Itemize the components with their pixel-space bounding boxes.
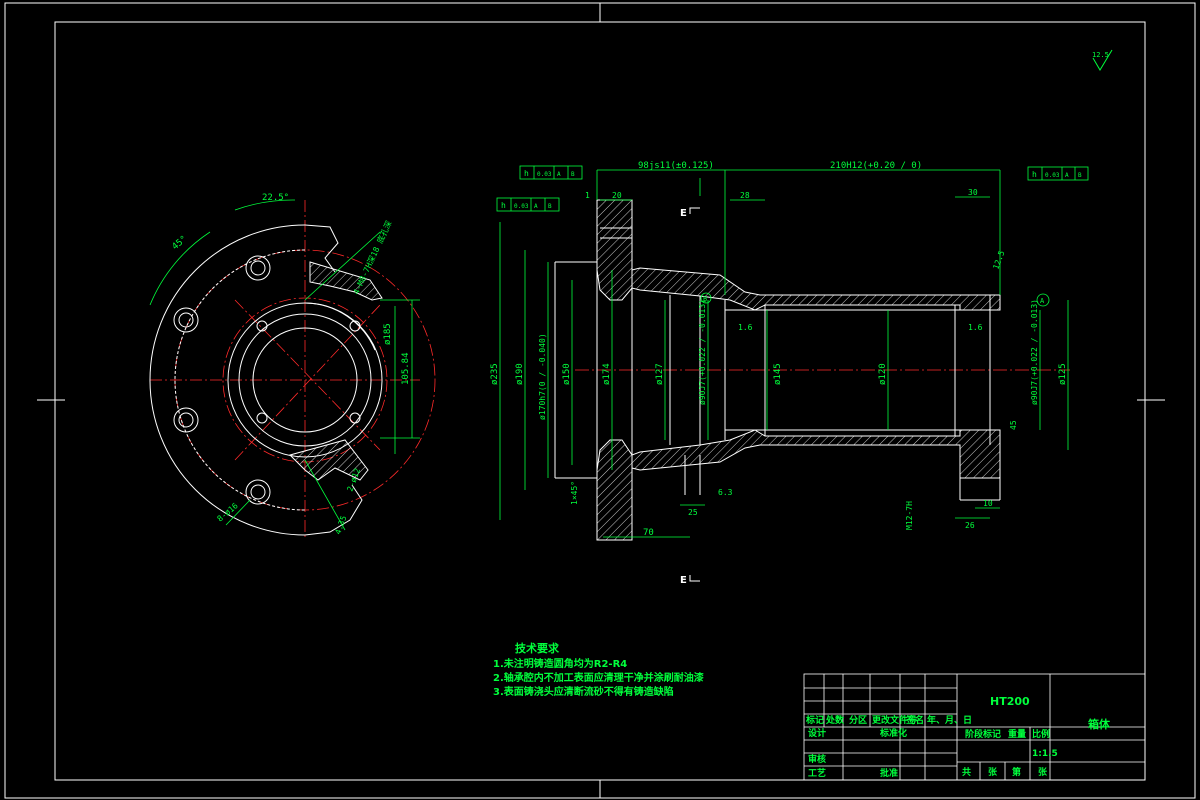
dim-98: 98js11(±0.125) [638,161,714,171]
sheet-border [4,2,1196,799]
flange-bottom-section [596,429,1001,541]
gdt-frame-top-left: h 0.03 A B [519,165,583,180]
flange-top-section [596,199,1001,311]
dim-M12: M12-7H [905,501,914,530]
chamfer-label: 1×45° [570,481,579,505]
section-marker-bottom: E [680,575,700,586]
gdt-frame-right: h 0.03 A B [1027,166,1089,181]
end-view-section-top [309,261,383,301]
section-view: 98js11(±0.125) 210H12(+0.20 / 0) 20 1 28… [490,161,1089,586]
gdt-symbol-3: h [1032,170,1037,179]
section-mark-e-bottom: E [680,575,687,586]
dim-dia-150: ø150 [562,363,572,385]
dim-10: 10 [983,499,993,508]
tb-sheet-unit-2: 张 [1038,766,1048,778]
roughness-1-6-b: 1.6 [968,323,983,332]
notes-title: 技术要求 [515,641,560,655]
dim-dia-174: ø174 [602,363,612,385]
material-label: HT200 [990,695,1030,708]
tb-design: 设计 [808,727,826,739]
dim-dia-235: ø235 [490,363,500,385]
tb-header-count: 处数 [825,714,845,726]
roughness-1-6-a: 1.6 [738,323,753,332]
tb-scale: 1:1.5 [1032,749,1058,759]
dim-25: 25 [688,508,698,517]
dim-dia-170: ø170h7(0 / -0.040) [538,333,547,420]
tb-header-date: 年、月、日 [927,714,972,726]
dim-30: 30 [968,188,978,197]
section-mark-e-top: E [680,208,687,219]
gdt-value-3: 0.03 [1045,172,1060,179]
dim-210: 210H12(+0.20 / 0) [830,161,922,171]
note-line-2: 2.轴承腔内不加工表面应清理干净并涂刷耐油漆 [493,671,704,684]
technical-notes: 技术要求 1.未注明铸造圆角均为R2-R4 2.轴承腔内不加工表面应清理干净并涂… [493,641,704,698]
tb-scale-label: 比例 [1032,728,1050,740]
tb-header-doc: 更改文件号 [872,714,917,726]
gdt-ref-2b: B [548,203,552,210]
section-outline [554,200,1001,540]
roughness-global-value: 12.5 [1092,51,1109,59]
angle-45: 45° [171,234,190,252]
gdt-frame-mid-left: h 0.03 A B [496,197,560,212]
tb-approve: 批准 [880,767,898,779]
tb-header-sign: 签名 [905,714,924,726]
end-view: 22.5° 45° 4-M8-7H深18 底孔深 ø185 105.84 8-ø… [149,193,436,540]
tb-process: 工艺 [808,767,826,779]
section-marker-top: E [680,207,700,219]
roughness-6-3: 6.3 [718,488,733,497]
gdt-ref-2a: A [534,203,538,210]
tb-sheet-unit-1: 张 [988,766,998,778]
dim-dia-127: ø127 [655,363,665,385]
title-block: HT200 箱体 标记 处数 分区 更改文件号 签名 年、月、日 设计 标准化 … [803,673,1146,781]
note-line-3: 3.表面铸浇头应清断流砂不得有铸造缺陷 [493,685,674,698]
dim-20: 20 [612,191,622,200]
gdt-ref-1a: A [557,171,561,178]
tb-sheet-total: 共 [962,766,971,778]
roughness-12-5: 12.5 [991,249,1006,270]
dim-dia-90-right: ø90J7(+0.022 / -0.013) [1030,299,1039,405]
flange-bolt-holes [173,255,271,505]
section-dimensions [499,169,1069,538]
tb-header-zone: 分区 [849,714,867,726]
holes-8-dia-16: 8-ø16 [216,501,240,523]
datum-a-label: A [1040,297,1045,305]
gdt-value-2: 0.03 [514,203,529,210]
gdt-ref-1b: B [571,171,575,178]
tb-standard: 标准化 [879,727,907,739]
dim-dia-145: ø145 [773,363,783,385]
gdt-symbol-1: h [524,169,529,178]
dim-dia-90-left: ø90J7(+0.022 / -0.013) [698,299,707,405]
dim-105-84: 105.84 [401,352,411,385]
roughness-global: 12.5 [1092,49,1113,71]
dim-70: 70 [643,528,654,538]
tb-sheet-num: 第 [1012,766,1021,778]
datum-b-marker [700,292,712,304]
tb-check: 审核 [808,753,826,765]
gdt-ref-3a: A [1065,172,1069,179]
cover-screw-holes [256,320,361,424]
dim-26: 26 [965,521,975,530]
dim-dia-190: ø190 [515,363,525,385]
dim-1: 1 [585,191,590,200]
tb-header-mark: 标记 [805,714,824,726]
dim-28: 28 [740,191,750,200]
datum-a-marker [1036,293,1050,307]
tb-stage: 阶段标记 [965,728,1001,740]
datum-b-label: B [703,295,707,303]
dim-dia-120: ø120 [878,363,888,385]
end-view-dimensions [149,199,420,531]
end-view-label-right-2: 4.35 [333,514,348,535]
dim-45: 45 [1009,420,1018,430]
angle-22-5: 22.5° [262,193,289,203]
part-name: 箱体 [1088,717,1111,731]
tb-weight: 重量 [1008,728,1026,740]
dim-dia-185: ø185 [383,323,393,345]
end-view-section-bottom [289,439,369,481]
dim-dia-125: ø125 [1058,363,1068,385]
note-line-1: 1.未注明铸造圆角均为R2-R4 [493,657,627,670]
gdt-value-1: 0.03 [537,171,552,178]
gdt-symbol-2: h [501,201,506,210]
gdt-ref-3b: B [1078,172,1082,179]
